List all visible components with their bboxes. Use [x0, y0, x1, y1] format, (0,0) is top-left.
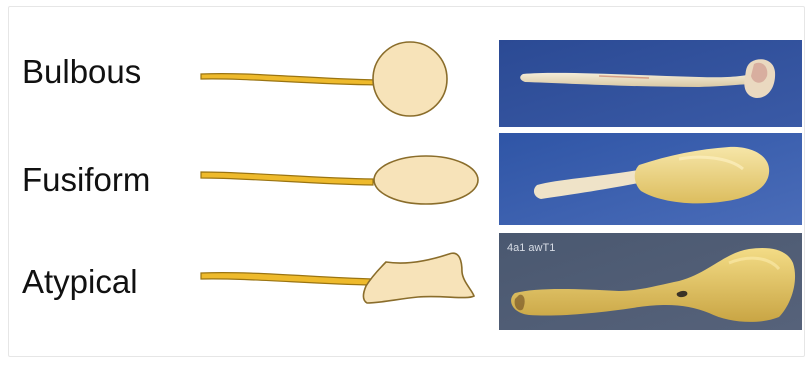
bulbous-schematic — [201, 42, 447, 116]
bulbous-neuroma-shape — [373, 42, 447, 116]
specimen-photo-fusiform — [499, 133, 802, 225]
nerve-stalk-bulbous — [201, 74, 378, 85]
fusiform-schematic — [201, 156, 478, 204]
nerve-stalk-fusiform — [201, 172, 373, 185]
specimen-photo-bulbous — [499, 40, 802, 127]
nerve-stalk-atypical — [201, 273, 372, 285]
atypical-schematic — [201, 253, 474, 303]
atypical-neuroma-shape — [364, 253, 475, 303]
specimen-photo-atypical: 4a1 awT1 — [499, 233, 802, 330]
fusiform-neuroma-shape — [374, 156, 478, 204]
photo-annotation: 4a1 awT1 — [507, 242, 555, 254]
